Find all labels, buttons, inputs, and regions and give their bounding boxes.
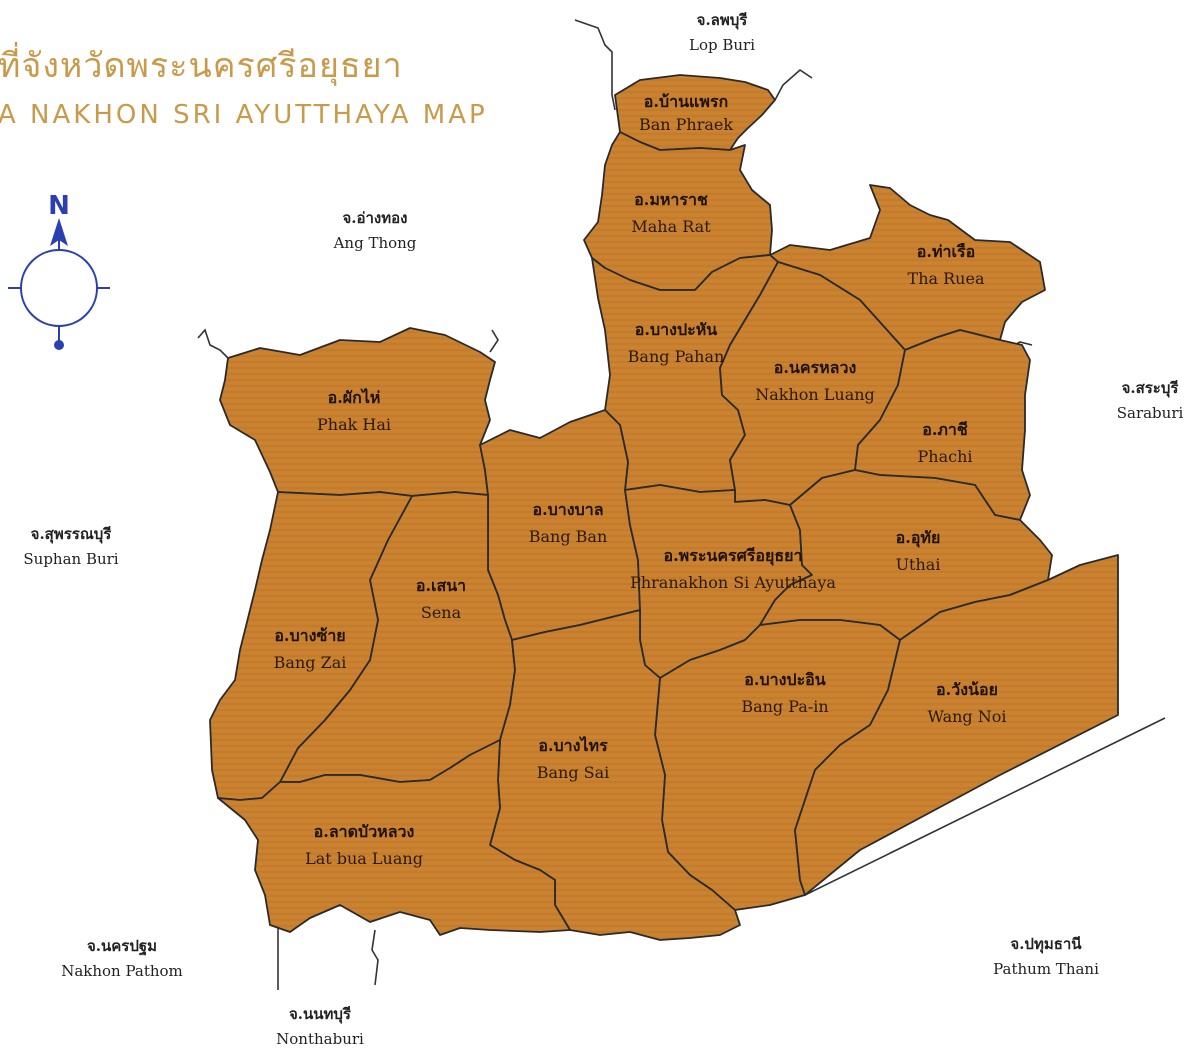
label-lat-bua-luang: อ.ลาดบัวหลวง Lat bua Luang bbox=[305, 822, 423, 868]
compass-north-label: N bbox=[48, 191, 70, 221]
external-borders bbox=[197, 19, 1166, 990]
district-wang-noi bbox=[794, 554, 1119, 896]
label-bang-pahan: อ.บางปะหัน Bang Pahan bbox=[627, 320, 725, 366]
district-phachi bbox=[854, 329, 1031, 521]
label-bang-sai: อ.บางไทร Bang Sai bbox=[536, 736, 610, 782]
label-maha-rat: อ.มหาราช Maha Rat bbox=[631, 190, 711, 236]
river-southeast bbox=[804, 717, 1166, 896]
district-polygons bbox=[209, 74, 1119, 941]
compass-rose-icon bbox=[8, 218, 110, 350]
province-suphan-buri: จ.สุพรรณบุรี Suphan Buri bbox=[23, 525, 119, 568]
river-north bbox=[574, 19, 616, 111]
map-title-english: A NAKHON SRI AYUTTHAYA MAP bbox=[0, 100, 488, 130]
province-nakhon-pathom: จ.นครปฐม Nakhon Pathom bbox=[61, 937, 183, 980]
map-title-thai: ที่จังหวัดพระนครศรีอยุธยา bbox=[0, 46, 403, 86]
label-tha-ruea: อ.ท่าเรือ Tha Ruea bbox=[907, 242, 985, 288]
river-northeast bbox=[774, 68, 813, 101]
label-bang-pa-in: อ.บางปะอิน Bang Pa-in bbox=[741, 670, 829, 716]
label-nakhon-luang: อ.นครหลวง Nakhon Luang bbox=[755, 358, 875, 404]
province-ang-thong: จ.อ่างทอง Ang Thong bbox=[333, 209, 417, 252]
label-sena: อ.เสนา Sena bbox=[415, 576, 467, 622]
river-south-2 bbox=[371, 929, 379, 986]
province-saraburi: จ.สระบุรี Saraburi bbox=[1116, 379, 1184, 422]
label-phranakhon: อ.พระนครศรีอยุธยา Phranakhon Si Ayutthay… bbox=[630, 546, 836, 592]
district-lat-bua-luang bbox=[217, 739, 571, 936]
province-nonthaburi: จ.นนทบุรี Nonthaburi bbox=[276, 1005, 364, 1048]
label-uthai: อ.อุทัย Uthai bbox=[895, 528, 941, 574]
river-west bbox=[197, 328, 229, 359]
label-phachi: อ.ภาชี Phachi bbox=[917, 420, 973, 466]
label-bang-ban: อ.บางบาล Bang Ban bbox=[528, 500, 608, 546]
label-bang-zai: อ.บางซ้าย Bang Zai bbox=[273, 626, 347, 672]
river-nw bbox=[489, 329, 499, 353]
province-pathum-thani: จ.ปทุมธานี Pathum Thani bbox=[993, 935, 1099, 978]
label-wang-noi: อ.วังน้อย Wang Noi bbox=[927, 680, 1007, 726]
label-ban-phraek: อ.บ้านแพรก Ban Phraek bbox=[638, 92, 734, 134]
label-phak-hai: อ.ผักไห่ Phak Hai bbox=[317, 388, 391, 434]
province-lop-buri: จ.ลพบุรี Lop Buri bbox=[688, 11, 756, 54]
